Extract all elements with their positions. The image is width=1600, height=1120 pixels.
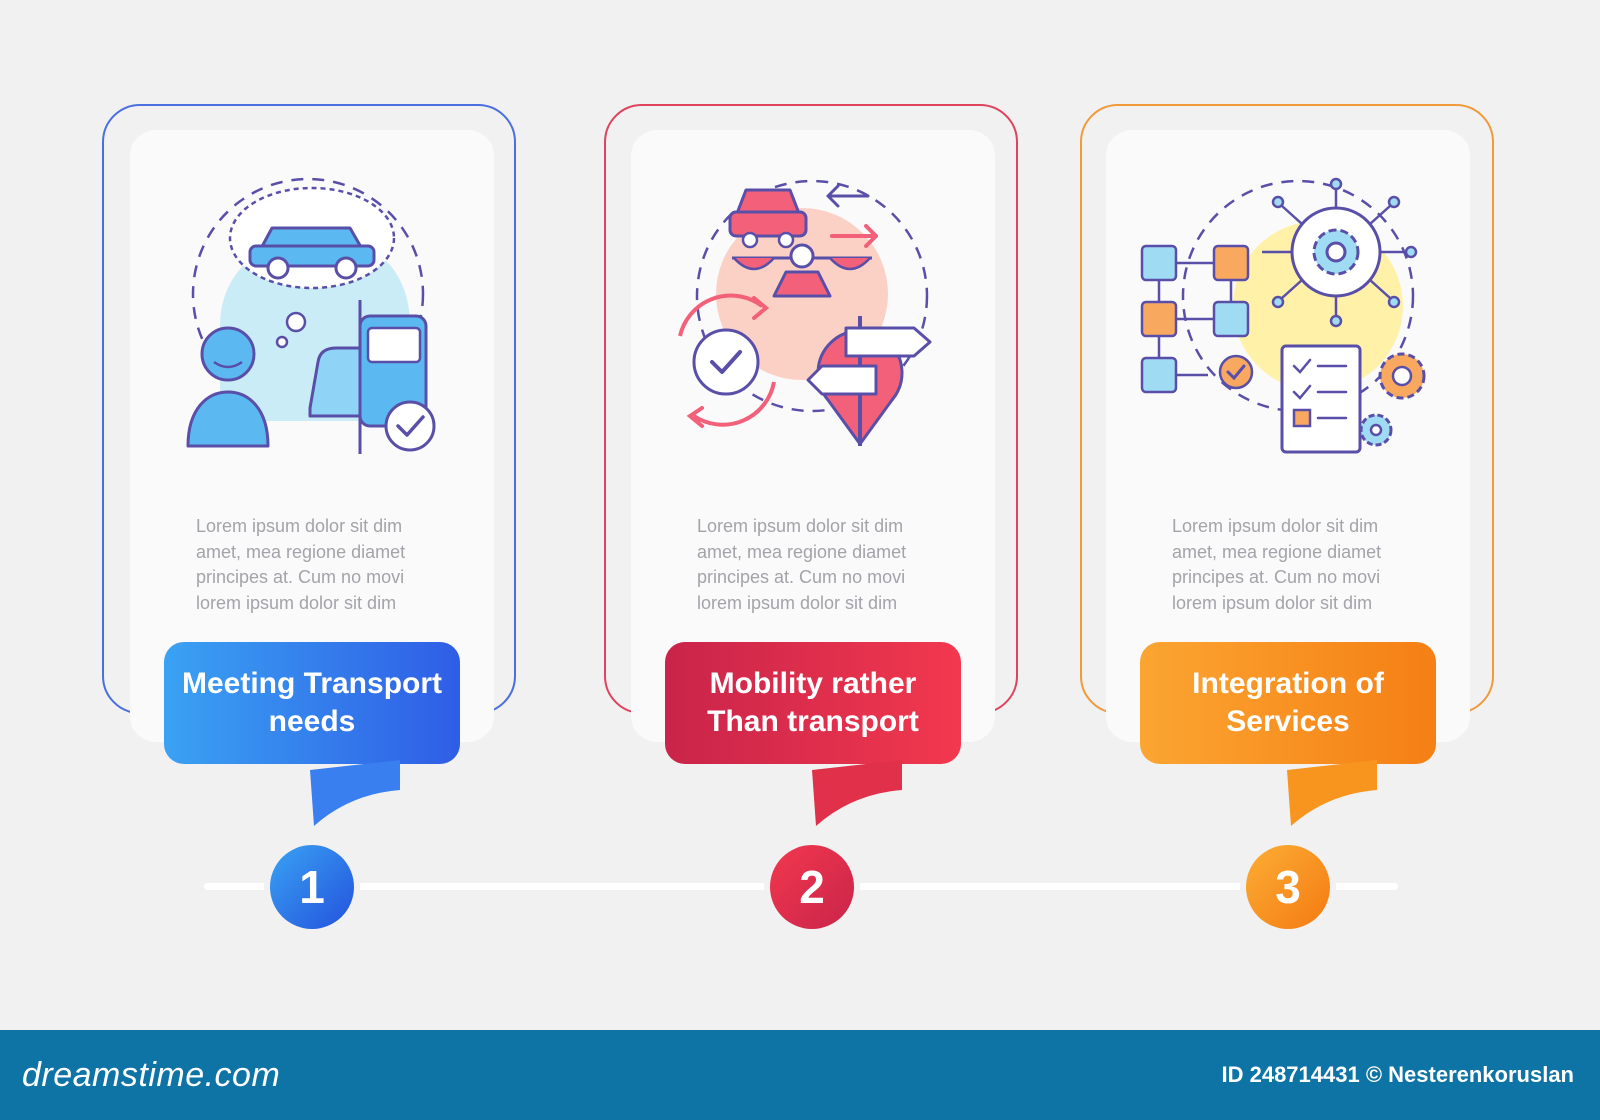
step-1-badge: 1 bbox=[270, 845, 354, 929]
card-3-title: Integration of Services bbox=[1140, 642, 1436, 764]
card-2-title-text: Mobility rather Than transport bbox=[707, 667, 919, 738]
footer-bar: dreamstime.com ID 248714431 © Nesterenko… bbox=[0, 1030, 1600, 1120]
card-3-tail bbox=[1287, 760, 1377, 826]
step-3-badge: 3 bbox=[1246, 845, 1330, 929]
mobility-balance-icon bbox=[662, 176, 972, 476]
services-integration-icon bbox=[1138, 176, 1448, 476]
card-2-tail bbox=[812, 760, 902, 826]
card-2-title: Mobility rather Than transport bbox=[665, 642, 961, 764]
step-2-badge: 2 bbox=[770, 845, 854, 929]
footer-credit: ID 248714431 © Nesterenkoruslan bbox=[1221, 1062, 1574, 1087]
footer-logo[interactable]: dreamstime.com bbox=[22, 1056, 281, 1094]
card-1-title: Meeting Transport needs bbox=[164, 642, 460, 764]
card-3-text: Lorem ipsum dolor sit dim amet, mea regi… bbox=[1172, 516, 1382, 613]
car-dream-icon bbox=[160, 176, 470, 476]
card-1-title-text: Meeting Transport needs bbox=[181, 667, 443, 738]
card-1-tail bbox=[310, 760, 400, 826]
card-2-text: Lorem ipsum dolor sit dim amet, mea regi… bbox=[697, 516, 907, 613]
infographic: Lorem ipsum dolor sit dim amet, mea regi… bbox=[102, 104, 1494, 929]
card-3-title-text: Integration of Services bbox=[1192, 667, 1384, 738]
card-1-text: Lorem ipsum dolor sit dim amet, mea regi… bbox=[196, 516, 406, 613]
